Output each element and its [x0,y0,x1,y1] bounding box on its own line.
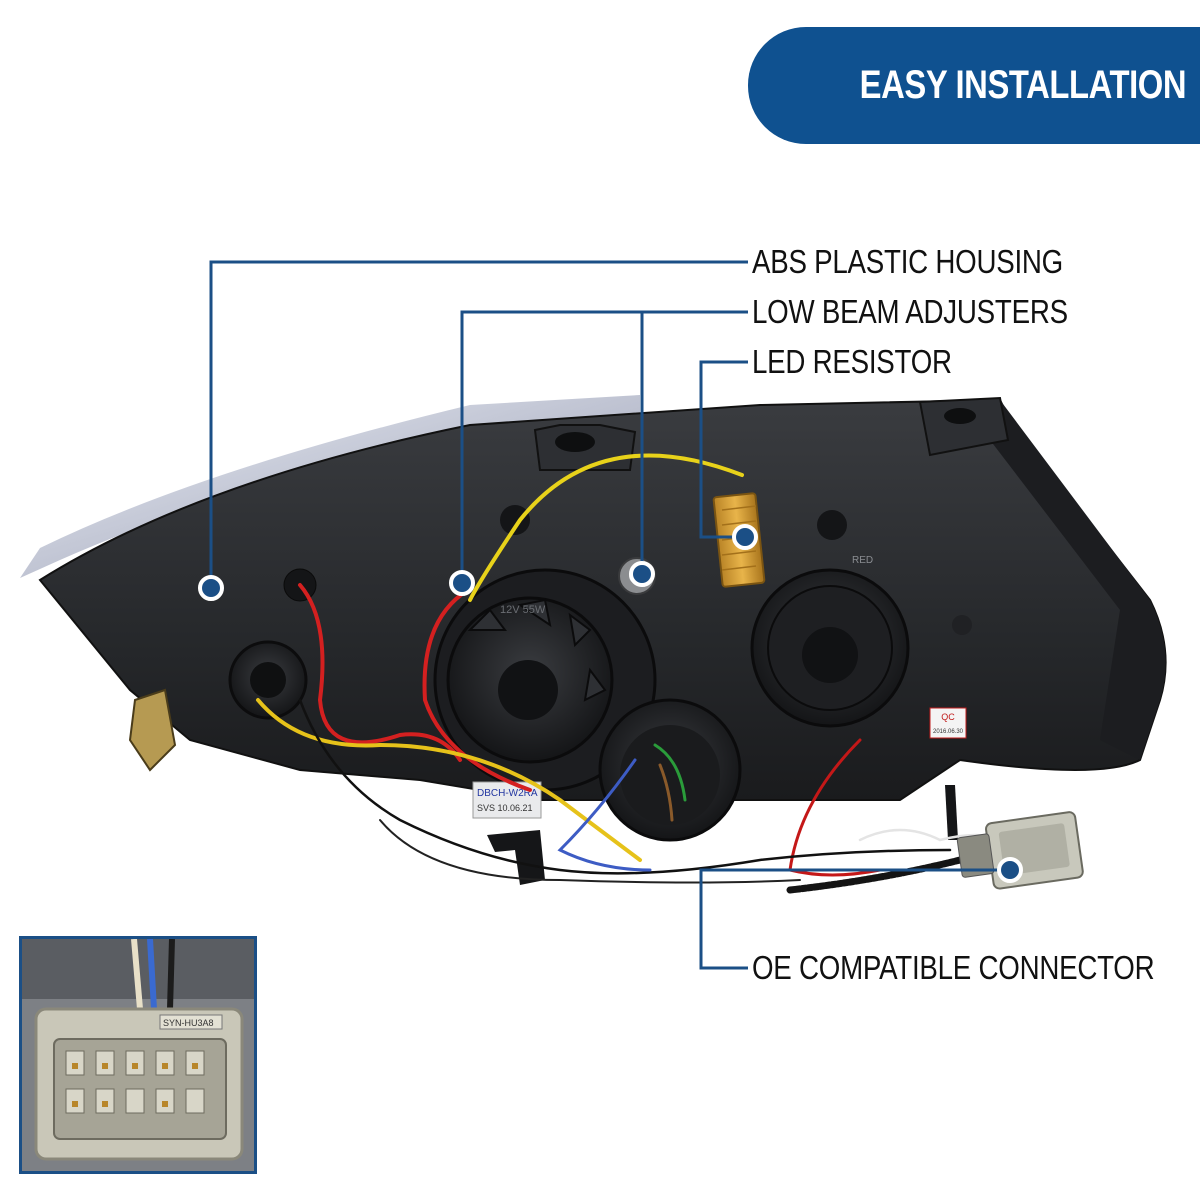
side-bracket [128,688,177,772]
oe-connector [956,811,1084,890]
wire-blue [557,758,652,872]
wire-black [379,819,801,884]
wire-green [653,743,687,802]
wire-coiled [786,856,964,894]
wire-yellow [468,453,744,602]
housing-marking: RED [852,555,873,566]
qc-date: 2016.06.30 [933,729,964,735]
marker-adjuster-left [449,570,475,596]
marker-resistor [732,524,758,550]
callout-markers [198,524,1023,883]
bulb-marking: 12V 55W [500,604,546,616]
mounting-tab [918,396,1010,457]
banner-title: EASY INSTALLATION [859,63,1186,107]
callout-housing-label: ABS PLASTIC HOUSING [752,243,1063,280]
callout-connector-label: OE COMPATIBLE CONNECTOR [752,949,1155,986]
sticker-line2: SVS 10.06.21 [477,803,533,813]
sticker-line1: DBCH-W2RA [477,788,538,799]
wire-red [788,738,882,877]
callout-line-connector [699,868,1010,970]
connector-closeup-inset: SYN-HU3A8 [19,936,257,1174]
callout-line-adjusters [460,310,748,583]
callout-line-housing [209,260,748,588]
marker-adjuster-right [629,561,655,587]
wire-red [298,583,462,762]
wire-red [422,588,532,792]
wire-yellow [256,698,642,862]
marker-connector [997,857,1023,883]
wire-brown [658,763,674,822]
qc-label: QC [941,712,955,722]
wire-black [298,698,952,875]
marker-housing [198,575,224,601]
callout-resistor-label: LED RESISTOR [752,343,952,380]
connector-label: SYN-HU3A8 [163,1018,214,1028]
header-banner: EASY INSTALLATION [748,27,1200,144]
lens-edge [20,395,640,578]
callout-line-resistor [699,360,748,539]
connector-closeup-image: SYN-HU3A8 [22,939,254,1171]
callout-adjusters-label: LOW BEAM ADJUSTERS [752,293,1068,330]
